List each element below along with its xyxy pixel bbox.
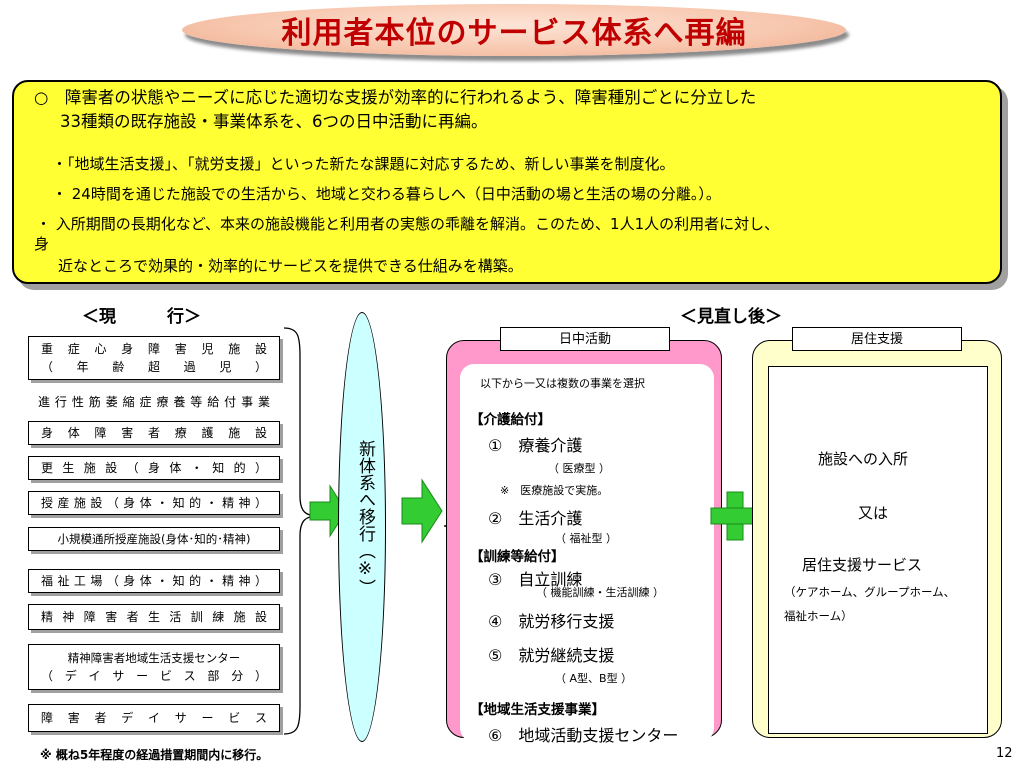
day-intro: 以下から一又は複数の事業を選択: [480, 377, 645, 390]
current-item-9-line1: 精神障害者地域生活支援センター: [67, 651, 241, 665]
service-3: ③ 自立訓練: [488, 570, 583, 589]
day-activity-label: 日中活動: [500, 327, 670, 351]
summary-bullet-2: ・ 24時間を通じた施設での生活から、地域と交わる暮らしへ（日中活動の場と生活の…: [52, 185, 721, 203]
current-item-10: 障害者デイサービス: [28, 704, 280, 732]
current-item-6-label: 小規模通所授産施設(身体･知的･精神): [57, 532, 251, 546]
current-item-8-label: 精神障害者生活訓練施設: [41, 610, 267, 624]
summary-lead-1: ○ 障害者の状態やニーズに応じた適切な支援が効率的に行われるよう、障害種別ごとに…: [34, 88, 757, 107]
footnote: ※ 概ね5年程度の経過措置期間内に移行。: [40, 748, 269, 762]
right-arrow-icon: [401, 478, 443, 544]
current-item-2: 進行性筋萎縮症療養等給付事業: [38, 395, 270, 409]
service-1-note: ※ 医療施設で実施。: [500, 484, 609, 497]
day-activity-inner: [460, 364, 714, 742]
current-item-7-label: 福祉工場（身体・知的・精神）: [41, 574, 267, 588]
residential-line-2: 又は: [858, 504, 889, 522]
service-4: ④ 就労移行支援: [488, 612, 615, 631]
residential-line-4: （ケアホーム、グループホーム、: [784, 585, 956, 599]
summary-box: ○ 障害者の状態やニーズに応じた適切な支援が効率的に行われるよう、障害種別ごとに…: [12, 80, 1002, 284]
service-5: ⑤ 就労継続支援: [488, 646, 615, 665]
residential-line-1: 施設への入所: [818, 450, 909, 468]
service-2: ② 生活介護: [488, 509, 583, 528]
residential-line-5: 福祉ホーム）: [784, 609, 853, 623]
current-item-1: 重症心身障害児施設 （年齢超過児）: [28, 336, 280, 380]
service-3-type: （ 機能訓練・生活訓練 ）: [536, 586, 664, 599]
group-training-benefits: 【訓練等給付】: [470, 549, 565, 565]
title-banner: 利用者本位のサービス体系へ再編: [182, 4, 846, 56]
current-item-4: 更生施設（身体・知的）: [28, 456, 280, 480]
summary-lead-2: 33種類の既存施設・事業体系を、6つの日中活動に再編。: [60, 112, 488, 131]
group-community-support: 【地域生活支援事業】: [470, 702, 605, 718]
current-item-3-label: 身体障害者療護施設: [41, 426, 267, 440]
current-item-5: 授産施設（身体・知的・精神）: [28, 491, 280, 515]
current-item-9: 精神障害者地域生活支援センター （デイサービス部分）: [28, 644, 280, 690]
current-header: ＜現 行＞: [82, 307, 201, 327]
service-2-type: （ 福祉型 ）: [555, 532, 617, 545]
current-item-9-line2: （デイサービス部分）: [41, 669, 267, 683]
plus-icon: [710, 491, 760, 541]
summary-bullet-3a: ・ 入所期間の長期化など、本来の施設機能と利用者の実態の乖離を解消。このため、1…: [36, 215, 780, 233]
transition-label: 新体系へ移行（※）: [355, 440, 375, 596]
residential-inner: [768, 366, 988, 734]
current-item-1-line1: 重症心身障害児施設: [41, 342, 267, 356]
summary-bullet-3b: 身: [34, 235, 50, 253]
page-title: 利用者本位のサービス体系へ再編: [281, 16, 747, 51]
current-item-6: 小規模通所授産施設(身体･知的･精神): [28, 527, 280, 551]
current-item-1-line2: （年齢超過児）: [41, 360, 267, 374]
current-item-8: 精神障害者生活訓練施設: [28, 604, 280, 630]
current-item-5-label: 授産施設（身体・知的・精神）: [41, 496, 267, 510]
revised-header: ＜見直し後＞: [680, 307, 782, 327]
current-item-3: 身体障害者療護施設: [28, 421, 280, 445]
transition-oval: [338, 312, 386, 742]
summary-bullet-3c: 近なところで効果的・効率的にサービスを提供できる仕組みを構築。: [58, 257, 523, 275]
summary-bullet-1: ・「地域生活支援」、「就労支援」といった新たな課題に対応するため、新しい事業を制…: [52, 155, 675, 173]
residential-line-3: 居住支援サービス: [802, 556, 923, 574]
residential-label: 居住支援: [792, 327, 962, 351]
service-1-type: （ 医療型 ）: [548, 462, 610, 475]
service-1: ① 療養介護: [488, 436, 583, 455]
current-item-7: 福祉工場（身体・知的・精神）: [28, 569, 280, 593]
current-item-10-label: 障害者デイサービス: [41, 711, 267, 725]
service-6: ⑥ 地域活動支援センター: [488, 726, 679, 745]
group-care-benefits: 【介護給付】: [470, 412, 551, 428]
service-5-type: （ A型、B型 ）: [555, 672, 633, 685]
page-number: 12: [996, 746, 1013, 761]
current-item-4-label: 更生施設（身体・知的）: [41, 461, 267, 475]
